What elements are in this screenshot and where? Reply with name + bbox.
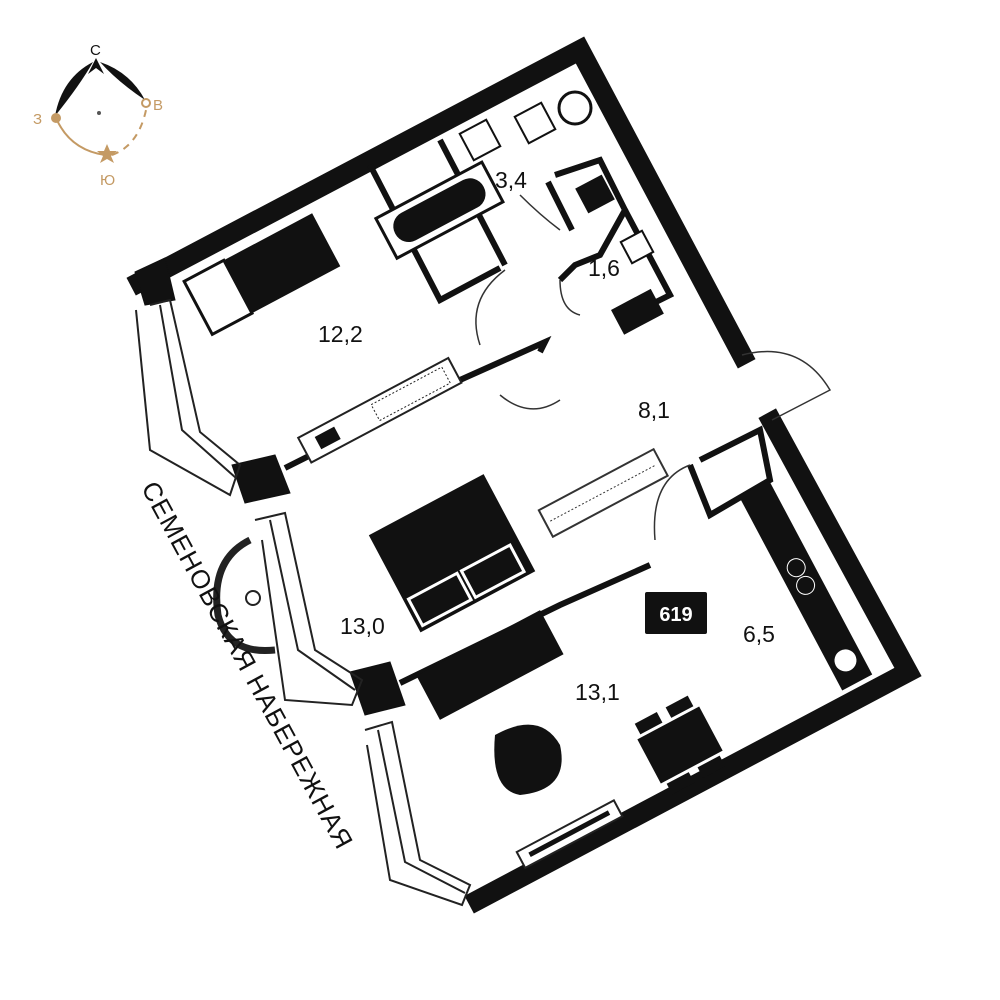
- north-arrow-icon: [88, 58, 104, 74]
- outer-walls: [126, 36, 922, 914]
- windows: [135, 298, 472, 907]
- bathroom-fixtures: [458, 90, 664, 335]
- east-marker-icon: [141, 98, 151, 108]
- room-area-bedroom-2: 13,0: [340, 613, 385, 639]
- sofa: [416, 610, 564, 720]
- compass-center: [97, 111, 101, 115]
- south-star-icon: [97, 144, 117, 163]
- kitchen-counter: [738, 480, 873, 691]
- wardrobe: [537, 447, 670, 539]
- room-area-living-room: 13,1: [575, 679, 620, 705]
- furniture: [182, 90, 873, 870]
- room-area-kitchen: 6,5: [743, 621, 775, 647]
- coffee-table: [494, 724, 562, 795]
- compass-north-label: С: [90, 42, 101, 59]
- tv-stand: [515, 798, 624, 870]
- double-bed: [368, 474, 536, 633]
- compass-east-label: В: [153, 97, 163, 114]
- compass-south-label: Ю: [100, 172, 115, 189]
- bathtub: [373, 160, 505, 261]
- apartment-number-badge: 619: [645, 592, 707, 634]
- room-area-wc: 1,6: [588, 255, 620, 281]
- compass-west-label: З: [33, 111, 42, 128]
- doors[interactable]: [475, 194, 832, 541]
- room-area-bathroom: 3,4: [495, 167, 527, 193]
- compass: С В З Ю: [33, 42, 163, 189]
- west-marker-icon: [51, 113, 61, 123]
- dining-table: [634, 695, 726, 795]
- single-bed: [182, 213, 341, 337]
- desk: [296, 356, 463, 464]
- compass-arc-north-west: [55, 62, 93, 116]
- compass-arc-north-east: [100, 62, 145, 100]
- room-labels: 3,4 1,6 12,2 8,1 13,0 13,1 6,5: [318, 167, 775, 705]
- room-area-hallway: 8,1: [638, 397, 670, 423]
- room-area-bedroom: 12,2: [318, 321, 363, 347]
- apartment-number: 619: [659, 604, 692, 626]
